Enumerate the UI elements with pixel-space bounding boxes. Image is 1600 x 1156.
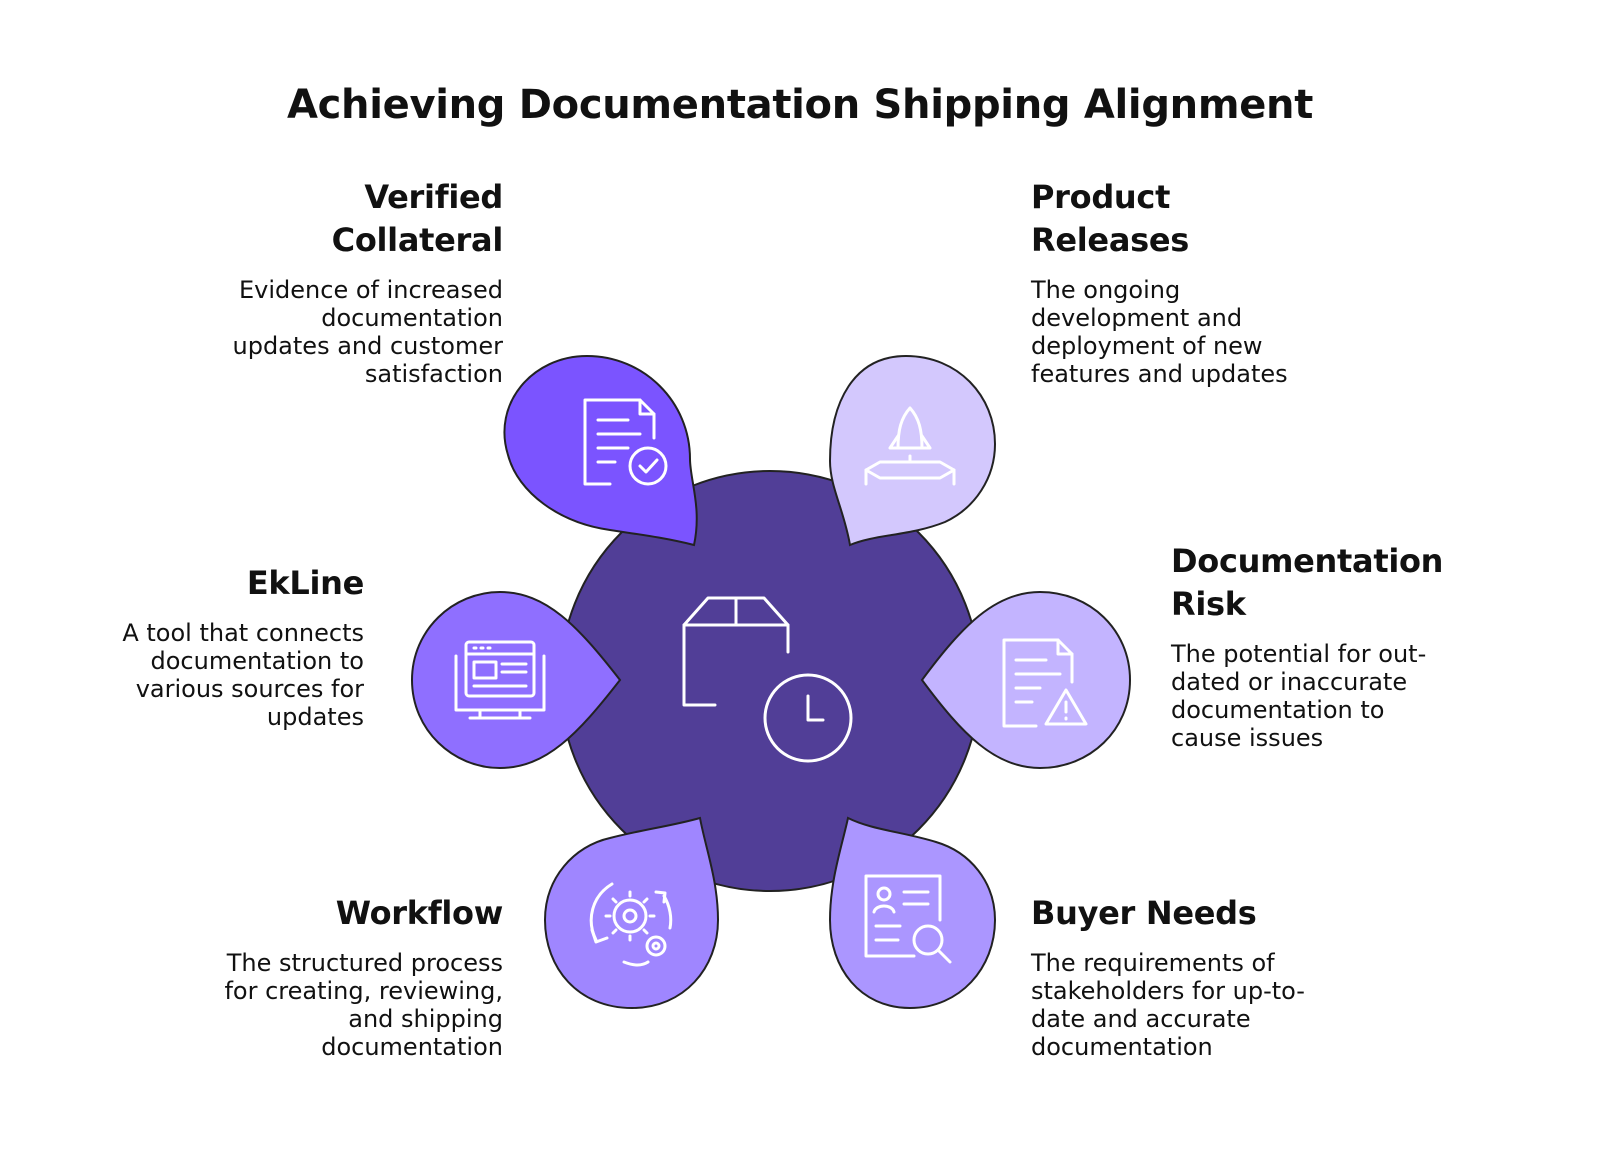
workflow-drop	[543, 816, 720, 1010]
documentation-risk-line-2: dated or inaccurate	[1171, 668, 1408, 696]
ekline-line-3: various sources for	[135, 675, 364, 703]
documentation-risk-line-4: cause issues	[1171, 724, 1324, 752]
center-hub	[559, 470, 981, 892]
buyer-needs-line-2: stakeholders for up-to-	[1031, 977, 1305, 1005]
product-releases-block: Product Releases The ongoing development…	[1031, 176, 1391, 388]
product-releases-title: Product Releases	[1031, 178, 1190, 259]
verified-collateral-block: Verified Collateral Evidence of increase…	[123, 176, 504, 388]
workflow-line-2: for creating, reviewing,	[224, 977, 503, 1005]
ekline-line-4: updates	[266, 703, 364, 731]
package-clock-icon	[682, 596, 853, 763]
buyer-needs-line-1: The requirements of	[1031, 949, 1275, 977]
buyer-needs-title: Buyer Needs	[1031, 894, 1257, 932]
documentation-risk-block: Documentation Risk The potential for out…	[1171, 540, 1591, 752]
verified-collateral-drop	[503, 354, 698, 547]
verified-collateral-line-1: Evidence of increased	[239, 276, 503, 304]
workflow-line-1: The structured process	[226, 949, 503, 977]
document-check-icon	[583, 398, 668, 486]
verified-collateral-title: Verified Collateral	[331, 178, 504, 259]
ekline-line-2: documentation to	[150, 647, 365, 675]
buyer-needs-line-4: documentation	[1031, 1033, 1213, 1061]
monitor-browser-icon	[454, 640, 546, 720]
product-releases-drop	[828, 354, 997, 547]
ekline-drop	[410, 590, 622, 770]
gears-cycle-icon	[589, 882, 673, 967]
page-title: Achieving Documentation Shipping Alignme…	[286, 82, 1314, 128]
verified-collateral-line-4: satisfaction	[364, 360, 503, 388]
product-releases-line-4: features and updates	[1031, 360, 1288, 388]
buyer-needs-line-3: date and accurate	[1031, 1005, 1251, 1033]
verified-collateral-line-2: documentation	[321, 304, 503, 332]
workflow-title: Workflow	[335, 894, 504, 932]
rocket-launch-icon	[864, 406, 956, 486]
documentation-risk-title: Documentation Risk	[1171, 542, 1444, 623]
verified-collateral-line-3: updates and customer	[232, 332, 504, 360]
documentation-risk-line-3: documentation to	[1171, 696, 1385, 724]
product-releases-line-1: The ongoing	[1031, 276, 1181, 304]
documentation-risk-line-1: The potential for out-	[1171, 640, 1427, 668]
workflow-line-4: documentation	[321, 1033, 503, 1061]
profile-search-icon	[864, 874, 952, 964]
buyer-needs-block: Buyer Needs The requirements of stakehol…	[1031, 892, 1431, 1061]
document-warning-icon	[1002, 638, 1088, 728]
ekline-line-1: A tool that connects	[122, 619, 364, 647]
workflow-line-3: and shipping	[348, 1005, 503, 1033]
buyer-needs-drop	[828, 816, 997, 1010]
product-releases-line-3: deployment of new	[1031, 332, 1263, 360]
ekline-block: EkLine A tool that connects documentatio…	[4, 562, 364, 731]
workflow-block: Workflow The structured process for crea…	[103, 892, 503, 1061]
product-releases-line-2: development and	[1031, 304, 1243, 332]
ekline-title: EkLine	[246, 564, 364, 602]
